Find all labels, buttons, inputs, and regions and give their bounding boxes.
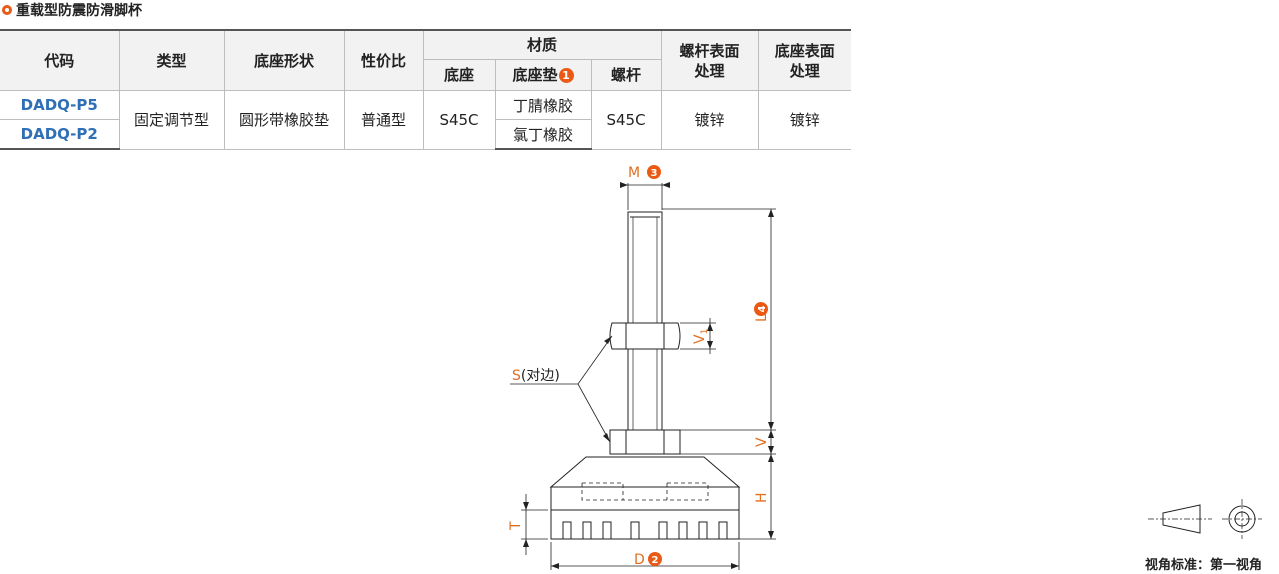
cell-value: 普通型 bbox=[343, 90, 424, 150]
cell-base-surface: 镀锌 bbox=[757, 90, 852, 150]
header-type: 类型 bbox=[118, 29, 225, 91]
dim-l-badge: 4 bbox=[757, 306, 768, 313]
dim-l-badge-circle bbox=[754, 302, 768, 316]
base-body bbox=[549, 456, 741, 488]
header-material: 材质 bbox=[422, 29, 662, 60]
base-hidden-line bbox=[581, 482, 709, 501]
dim-h-label: H bbox=[754, 492, 770, 503]
dim-d-badge-circle bbox=[648, 552, 662, 566]
dimension-lines bbox=[510, 183, 776, 570]
header-code: 代码 bbox=[0, 29, 120, 91]
dim-v1-main: V bbox=[692, 334, 708, 344]
cell-code-p5: DADQ-P5 bbox=[0, 90, 120, 120]
header-base-surface-text: 底座表面处理 bbox=[774, 41, 835, 80]
dimension-labels: M 3 L 4 V1 V H T D 2 S(对边) bbox=[508, 165, 770, 568]
dim-m-badge: 3 bbox=[651, 168, 658, 179]
cell-material-rod: S45C bbox=[590, 90, 662, 150]
section-title: 重载型防震防滑脚杯 bbox=[2, 0, 142, 20]
header-rod-surface: 螺杆表面处理 bbox=[660, 29, 759, 91]
dim-d-label: D bbox=[634, 552, 645, 568]
cell-material-base: S45C bbox=[422, 90, 496, 150]
circle-bullet-icon bbox=[2, 5, 12, 15]
header-base-shape: 底座形状 bbox=[223, 29, 345, 91]
cell-code-p2: DADQ-P2 bbox=[0, 119, 120, 150]
dim-v1-label: V1 bbox=[692, 329, 710, 344]
cell-pad-p5: 丁腈橡胶 bbox=[494, 90, 592, 120]
cell-base-shape: 圆形带橡胶垫 bbox=[223, 90, 345, 150]
header-value: 性价比 bbox=[343, 29, 424, 91]
header-material-pad-text: 底座垫 bbox=[512, 66, 558, 84]
dim-t-label: T bbox=[508, 521, 524, 531]
cell-rod-surface: 镀锌 bbox=[660, 90, 759, 150]
rubber-pad bbox=[550, 509, 740, 540]
dim-m-label: M bbox=[628, 165, 640, 181]
header-rod-surface-text: 螺杆表面处理 bbox=[679, 41, 740, 80]
cell-pad-p2: 氯丁橡胶 bbox=[494, 119, 591, 150]
dim-v1-sub: 1 bbox=[700, 329, 710, 335]
dim-m-badge-circle bbox=[647, 165, 661, 179]
dim-v-label: V bbox=[754, 437, 770, 447]
upper-nut bbox=[609, 322, 681, 350]
header-material-rod: 螺杆 bbox=[590, 59, 662, 91]
s-leader-line-lower bbox=[577, 383, 611, 443]
first-angle-projection-icon bbox=[1148, 499, 1262, 539]
material-pad-badge: 1 bbox=[558, 68, 574, 83]
dim-d-badge: 2 bbox=[652, 555, 659, 566]
view-standard-label: 视角标准：第一视角 bbox=[1145, 558, 1263, 573]
dim-s-note: (对边) bbox=[521, 368, 560, 384]
section-title-text: 重载型防震防滑脚杯 bbox=[16, 3, 142, 19]
dim-l-label: L bbox=[754, 314, 770, 322]
dimension-arrows bbox=[523, 182, 774, 569]
base-plate bbox=[550, 486, 740, 511]
dim-s-letter: S bbox=[512, 368, 521, 384]
threaded-rod bbox=[627, 211, 663, 431]
foot-part bbox=[549, 211, 741, 540]
dim-s-label: S(对边) bbox=[512, 368, 560, 384]
lower-nut bbox=[609, 429, 681, 455]
header-material-base: 底座 bbox=[423, 59, 496, 91]
header-base-surface: 底座表面处理 bbox=[757, 29, 852, 91]
